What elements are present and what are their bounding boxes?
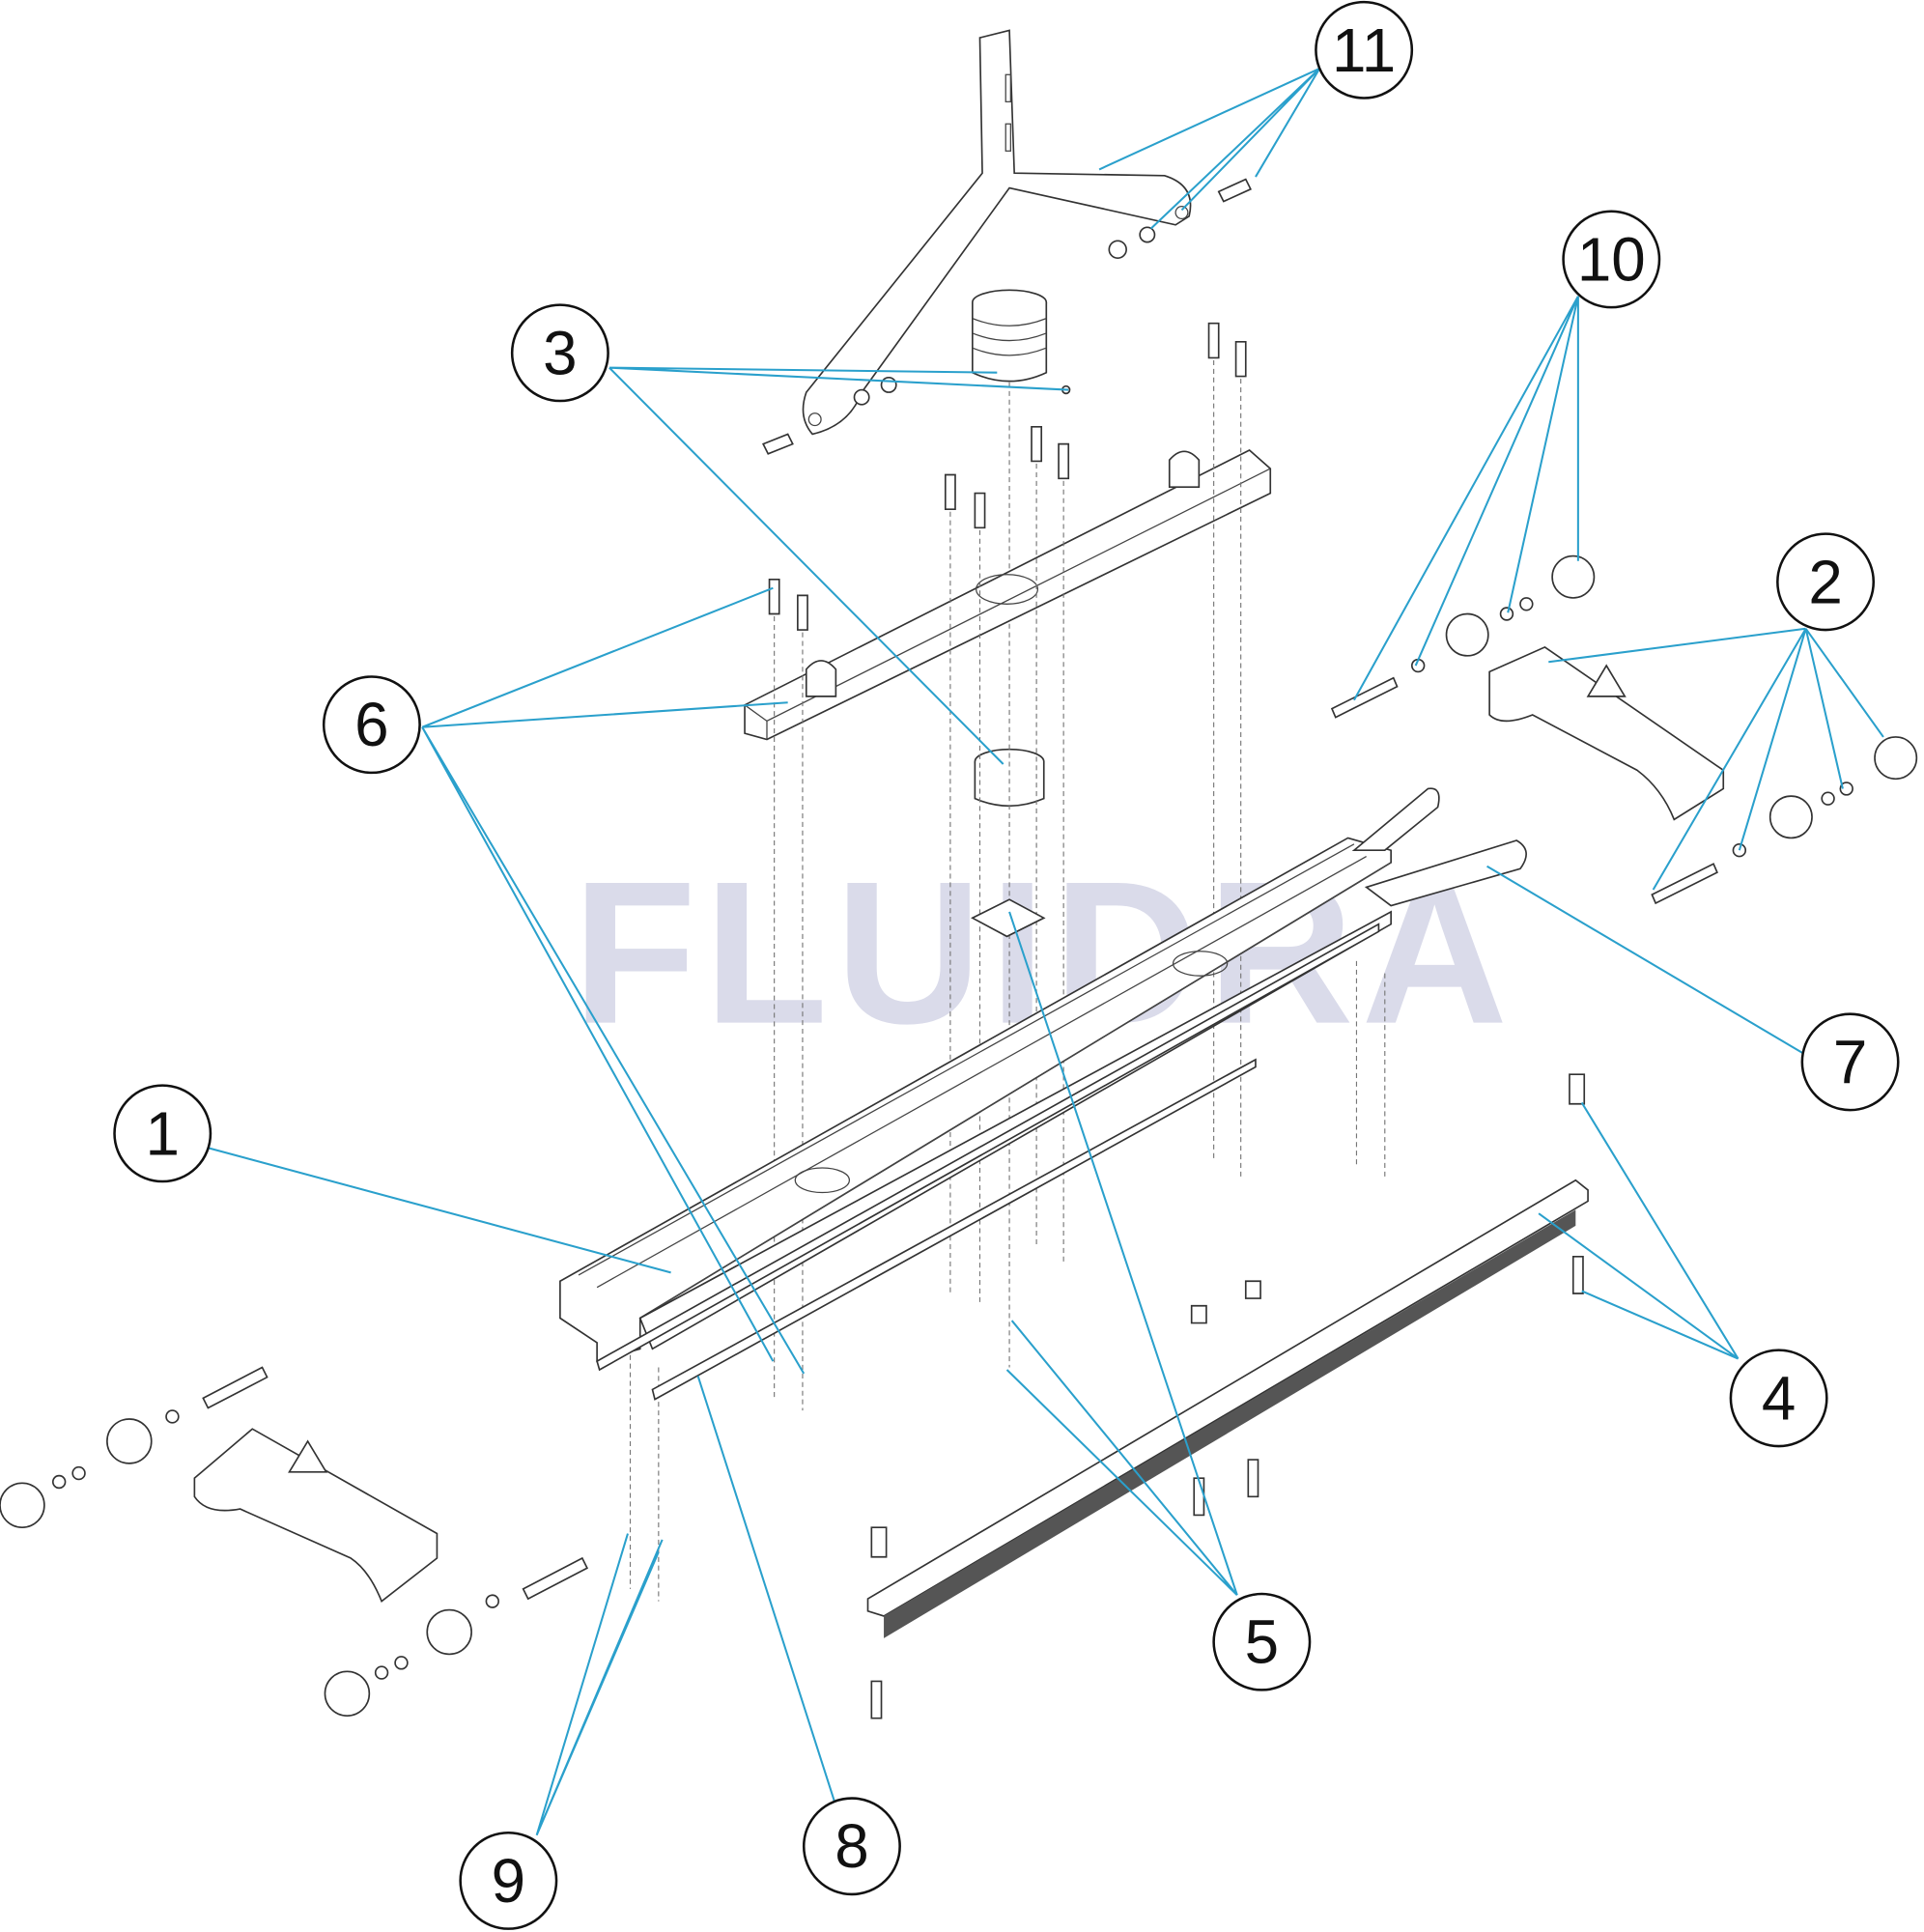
callout-label: 6: [354, 690, 388, 759]
callout-1: 1: [113, 1084, 212, 1183]
callout-label: 10: [1577, 224, 1646, 294]
upper-beam-part: [744, 449, 1272, 741]
main-rail-part: [559, 787, 1527, 1401]
callout-label: 7: [1833, 1027, 1867, 1096]
callout-label: 5: [1245, 1607, 1279, 1677]
callout-label: 4: [1762, 1363, 1796, 1433]
callout-label: 8: [835, 1811, 868, 1881]
callout-label: 11: [1332, 15, 1396, 85]
swivel-cup-part: [972, 289, 1071, 1368]
callout-5: 5: [1212, 1592, 1312, 1691]
brush-part: [866, 1073, 1589, 1719]
callout-7: 7: [1800, 1012, 1900, 1112]
callout-2: 2: [1776, 532, 1876, 632]
callout-4: 4: [1729, 1349, 1828, 1448]
callout-10: 10: [1562, 210, 1661, 309]
callout-9: 9: [459, 1831, 558, 1930]
callout-8: 8: [802, 1797, 901, 1896]
y-handle-part: [802, 29, 1192, 436]
handle-bolts: [762, 178, 1252, 455]
leader-lines: [209, 67, 1884, 1836]
right-bracket-part: [1330, 554, 1918, 905]
callout-label: 3: [543, 318, 577, 387]
callout-11: 11: [1315, 0, 1414, 99]
callout-3: 3: [510, 303, 609, 403]
callout-label: 9: [492, 1846, 525, 1916]
callout-label: 1: [146, 1098, 180, 1168]
callout-6: 6: [322, 675, 421, 775]
axle-bar-part: [1364, 839, 1527, 907]
left-bracket-part: [0, 1366, 589, 1717]
callout-label: 2: [1808, 547, 1842, 616]
strip-part: [651, 1058, 1257, 1401]
center-plate-part: [971, 898, 1046, 938]
